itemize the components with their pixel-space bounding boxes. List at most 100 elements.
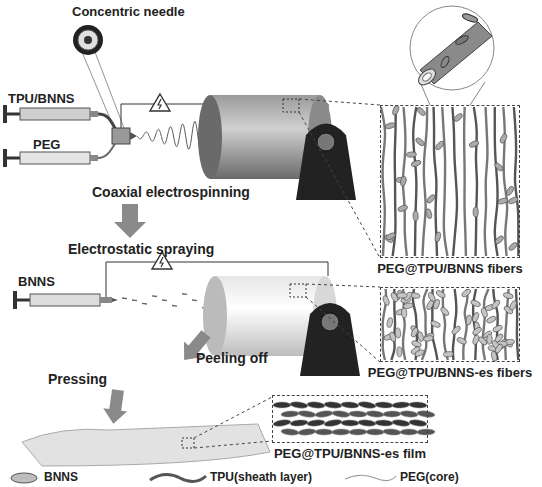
bnns-flake	[425, 208, 432, 219]
needle-body	[112, 128, 130, 144]
zoom-marker	[283, 99, 299, 112]
bnns-flake	[410, 327, 419, 338]
bnns-flake	[426, 193, 437, 204]
bnns-flake	[435, 289, 446, 299]
syringe-tpu	[3, 105, 116, 130]
fiber	[474, 107, 477, 256]
bnns-flake	[290, 419, 308, 427]
bnns-flake	[397, 347, 402, 357]
roller-axle	[321, 313, 339, 331]
spray-droplet	[142, 303, 147, 305]
bnns-flake	[281, 428, 300, 436]
bnns-flake	[486, 315, 497, 324]
bnns-sample	[11, 473, 37, 483]
bnns-flake	[307, 401, 326, 409]
fiber	[422, 289, 428, 360]
bnns-flake	[307, 419, 326, 427]
spinneret	[112, 128, 137, 144]
bnns-flake	[298, 428, 317, 436]
bnns-flake	[468, 140, 479, 148]
bnns-flake	[332, 410, 351, 418]
bnns-flake	[400, 410, 419, 418]
bnns-flake	[443, 351, 453, 357]
zoom-marker	[182, 438, 194, 448]
fiber	[503, 107, 507, 256]
leader-line	[95, 52, 124, 128]
bnns-flake	[383, 428, 401, 436]
bnns-flake	[494, 234, 505, 245]
fiber	[516, 289, 518, 360]
bnns-flake	[324, 418, 343, 427]
bnns-flake	[477, 336, 488, 347]
bnns-flake	[392, 419, 411, 427]
bnns-flake	[358, 419, 377, 427]
spray-droplet	[122, 297, 127, 299]
bnns-flake	[426, 299, 435, 310]
bnns-flake	[491, 299, 501, 310]
spray-droplet	[132, 299, 137, 301]
fiber	[505, 289, 508, 360]
bnns-flake	[461, 288, 472, 298]
bnns-flake	[385, 232, 396, 241]
inset-caption: PEG@TPU/BNNS-es fibers	[368, 365, 532, 380]
spray-droplet	[172, 305, 177, 307]
bnns-flake	[503, 292, 514, 299]
bnns-flake	[349, 411, 367, 418]
bnns-flake	[358, 401, 377, 410]
material-label: BNNS	[18, 274, 55, 289]
warning-triangle	[150, 94, 170, 111]
fiber	[495, 107, 498, 256]
bnns-flake	[400, 429, 418, 435]
syringe-barrel	[20, 108, 90, 120]
spray-droplet	[152, 295, 157, 297]
fiber	[514, 107, 519, 256]
bnns-flake	[505, 185, 515, 196]
fiber	[485, 107, 488, 256]
bnns-flake	[417, 429, 435, 436]
magnifier-circle	[410, 6, 494, 90]
bnns-flake	[397, 293, 407, 298]
bnns-flake	[487, 334, 493, 344]
roller-end	[198, 95, 222, 179]
syringe-bnns	[13, 291, 118, 309]
needle-core	[84, 36, 92, 44]
leader-line	[420, 82, 430, 105]
bnns-flake	[508, 241, 519, 252]
roller-stand	[296, 124, 356, 201]
fiber-magnifier	[410, 6, 494, 105]
bnns-flake	[409, 401, 427, 408]
bnns-flake	[298, 410, 317, 418]
bnns-flake	[414, 349, 425, 358]
fiber	[381, 107, 385, 256]
bnns-flake	[433, 299, 441, 310]
bnns-flake	[417, 410, 436, 418]
material-label: PEG	[33, 137, 60, 152]
plunger-rod	[17, 299, 30, 302]
bnns-flake	[499, 133, 508, 144]
leader-line	[470, 82, 485, 105]
arrow-shape	[101, 388, 129, 425]
bnns-flake	[341, 420, 359, 427]
bnns-flake	[375, 401, 393, 408]
fiber	[453, 289, 456, 360]
bnns-flake	[451, 325, 462, 335]
fiber	[452, 107, 457, 256]
inset-caption: PEG@TPU/BNNS fibers	[377, 261, 523, 276]
bnns-flake	[324, 401, 343, 409]
bnns-flake	[315, 410, 334, 418]
bnns-flake	[509, 300, 518, 311]
process-step: Pressing	[48, 371, 107, 387]
bnns-flake	[382, 295, 390, 306]
bnns-flake	[454, 34, 469, 46]
syringe-tip	[90, 111, 98, 117]
needle-disc	[73, 25, 103, 55]
fiber	[483, 289, 489, 360]
bnns-flake	[493, 162, 504, 173]
bnns-flake	[411, 159, 422, 167]
film-cross-section	[273, 401, 436, 436]
lightning-mark	[158, 99, 161, 109]
bnns-flake	[461, 12, 478, 23]
zoom-line	[306, 284, 380, 287]
bnns-flake	[281, 410, 299, 417]
